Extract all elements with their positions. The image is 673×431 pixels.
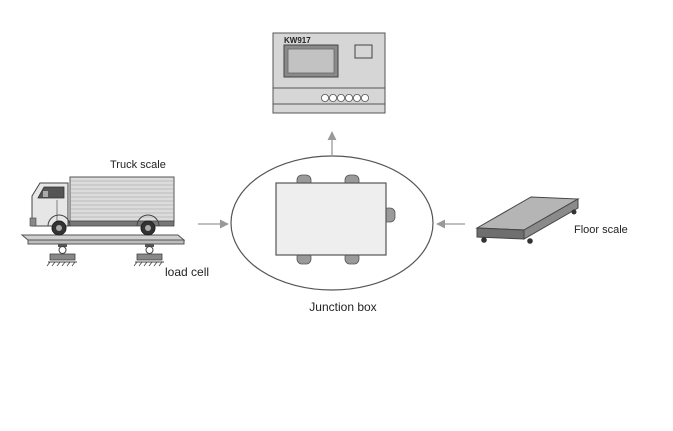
indicator-model-label: KW917 bbox=[284, 36, 311, 45]
junction-board bbox=[275, 182, 387, 256]
junction-box bbox=[230, 155, 434, 291]
indicator-button bbox=[328, 94, 337, 103]
indicator-button bbox=[360, 94, 369, 103]
weighing-indicator: KW917 bbox=[272, 32, 386, 114]
truck-scale-platform bbox=[27, 239, 185, 245]
floor-scale bbox=[475, 196, 580, 244]
load-cell bbox=[133, 244, 164, 267]
indicator-button bbox=[352, 94, 361, 103]
truck-cargo-box bbox=[69, 176, 175, 223]
indicator-button bbox=[336, 94, 345, 103]
load-cell-label: load cell bbox=[165, 265, 209, 279]
indicator-buttons bbox=[320, 94, 369, 103]
indicator-button bbox=[320, 94, 329, 103]
load-cell bbox=[46, 244, 77, 267]
indicator-window bbox=[354, 44, 373, 59]
truck-scale-label: Truck scale bbox=[110, 159, 166, 171]
junction-box-label: Junction box bbox=[309, 300, 376, 314]
floor-scale-label: Floor scale bbox=[574, 224, 628, 236]
truck-scale bbox=[20, 176, 186, 267]
indicator-button bbox=[344, 94, 353, 103]
indicator-screen-inner bbox=[287, 48, 335, 74]
